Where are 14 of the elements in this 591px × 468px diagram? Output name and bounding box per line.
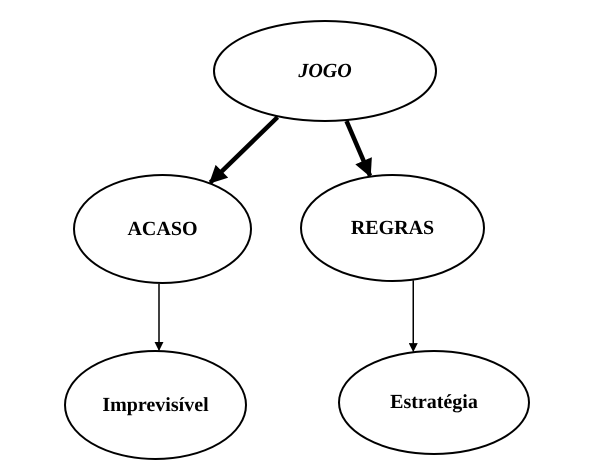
ellipse-node	[64, 350, 247, 460]
node-label: JOGO	[298, 60, 352, 82]
ellipse-node	[300, 174, 485, 282]
node-label: ACASO	[127, 218, 198, 240]
node-label: REGRAS	[350, 216, 434, 240]
arrow	[154, 284, 164, 351]
node-label: Imprevisível	[102, 394, 209, 416]
ellipse-node	[213, 20, 437, 122]
arrow	[408, 280, 418, 352]
arrow	[208, 116, 280, 184]
ellipse-node	[338, 350, 530, 455]
arrow	[344, 120, 372, 178]
node-label: Estratégia	[390, 391, 478, 414]
ellipse-node	[73, 174, 252, 284]
